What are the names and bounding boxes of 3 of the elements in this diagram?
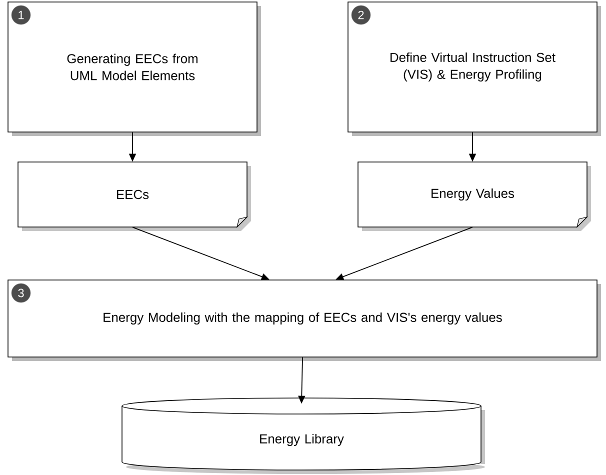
database-cylinder: Energy Library [122,398,485,474]
step-number: 1 [11,5,31,25]
node-label: Energy Library [260,434,344,446]
